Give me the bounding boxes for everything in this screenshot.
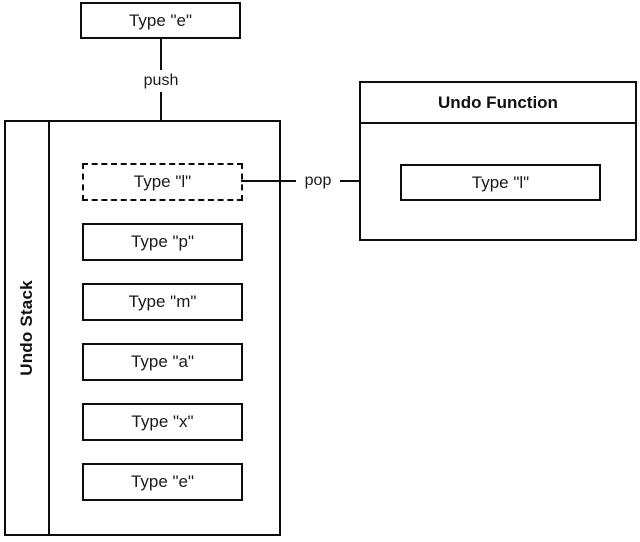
stack-item-3[interactable]: Type "a"	[82, 343, 243, 381]
stack-item-2[interactable]: Type "m"	[82, 283, 243, 321]
stack-item-0[interactable]: Type "l"	[82, 163, 243, 201]
undo-stack-title-label: Undo Stack	[17, 280, 36, 376]
undo-stack-container: Undo Stack Type "l" Type "p" Type "m" Ty…	[4, 120, 281, 536]
stack-item-4[interactable]: Type "x"	[82, 403, 243, 441]
undo-stack-divider	[48, 122, 50, 534]
incoming-keystroke-box[interactable]: Type "e"	[80, 2, 241, 39]
stack-item-5[interactable]: Type "e"	[82, 463, 243, 501]
undo-function-panel: Undo Function Type "l"	[359, 81, 637, 241]
stack-item-1[interactable]: Type "p"	[82, 223, 243, 261]
undo-function-item-box[interactable]: Type "l"	[400, 164, 601, 201]
pop-connector-label: pop	[296, 170, 340, 192]
undo-stack-title: Undo Stack	[6, 122, 48, 534]
undo-function-title: Undo Function	[361, 83, 635, 124]
push-connector-label: push	[132, 70, 190, 92]
